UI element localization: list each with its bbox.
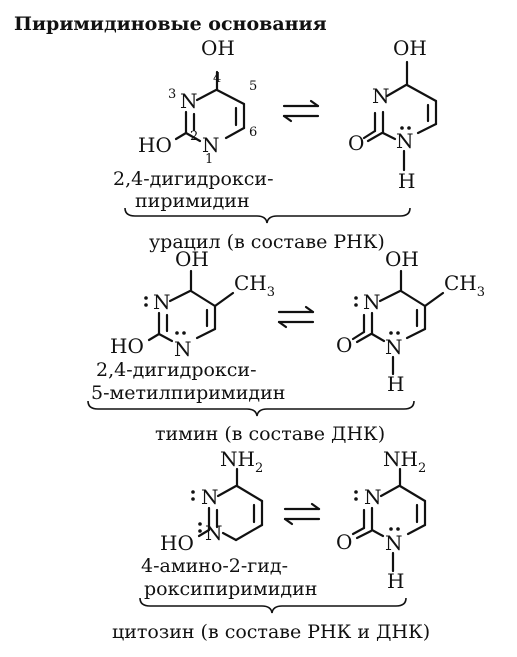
atom-n3: N (180, 89, 198, 113)
brace-underline (139, 597, 407, 614)
systematic-name-line-1: 4-амино-2-гид- (141, 555, 288, 577)
uracil-keto-structure: OH N N O H (348, 36, 438, 193)
atom-oh: OH (175, 247, 209, 271)
atom-n: N (153, 290, 171, 314)
systematic-name-line-2: пиримидин (135, 190, 250, 212)
ring-number-1: 1 (205, 152, 213, 167)
atom-n: N (385, 335, 403, 359)
thymine-keto-structure: OH N N O H CH3 (336, 247, 485, 396)
systematic-name-line-2: 5-метилпиримидин (91, 382, 285, 404)
ring-number-5: 5 (249, 79, 257, 94)
caption-cytosine: цитозин (в составе РНК и ДНК) (112, 621, 430, 643)
atom-oh: OH (393, 36, 427, 60)
atom-n: N (385, 531, 403, 555)
atom-n: N (364, 485, 382, 509)
brace-underline (87, 400, 415, 417)
atom-n: N (201, 485, 219, 509)
equilibrium-arrow (282, 99, 320, 123)
atom-h: H (387, 372, 404, 396)
systematic-name-line-1: 2,4-дигидрокси- (96, 359, 257, 381)
cytosine-amino-structure: NH2 N N HO (160, 447, 263, 555)
systematic-name-line-1: 2,4-дигидрокси- (113, 168, 274, 190)
atom-oh: OH (385, 247, 419, 271)
atom-ho: HO (138, 133, 172, 157)
brace-underline (124, 207, 411, 224)
thymine-enol-structure: OH N N HO CH3 (110, 247, 275, 361)
atom-n: N (363, 290, 381, 314)
atom-nh2: NH2 (383, 447, 426, 476)
atom-ho: HO (110, 334, 144, 358)
caption-uracil: урацил (в составе РНК) (149, 231, 385, 253)
ring-number-2: 2 (190, 129, 198, 144)
equilibrium-arrow (283, 502, 321, 526)
atom-ho: HO (160, 531, 194, 555)
atom-h: H (387, 569, 404, 593)
uracil-enol-structure: OH N N HO 3 4 5 6 2 1 (138, 36, 257, 167)
atom-ch3: CH3 (444, 271, 485, 300)
atom-n: N (174, 337, 192, 361)
atom-oh: OH (201, 36, 235, 60)
atom-n: N (372, 84, 390, 108)
atom-ch3: CH3 (234, 271, 275, 300)
ring-number-6: 6 (249, 125, 257, 140)
ring-number-3: 3 (168, 87, 176, 102)
caption-thymine: тимин (в составе ДНК) (155, 423, 385, 445)
atom-o: O (348, 131, 364, 155)
atom-n1: N (202, 133, 220, 157)
ring-number-4: 4 (213, 71, 221, 86)
atom-n: N (205, 521, 223, 545)
systematic-name-line-2: роксипиримидин (144, 578, 317, 600)
equilibrium-arrow (277, 305, 315, 329)
atom-nh2: NH2 (220, 447, 263, 476)
atom-h: H (398, 169, 415, 193)
atom-o: O (336, 333, 352, 357)
page-title: Пиримидиновые основания (14, 13, 327, 35)
atom-o: O (336, 530, 352, 554)
cytosine-imino-structure: NH2 N N O H (336, 447, 426, 593)
atom-n: N (396, 129, 414, 153)
